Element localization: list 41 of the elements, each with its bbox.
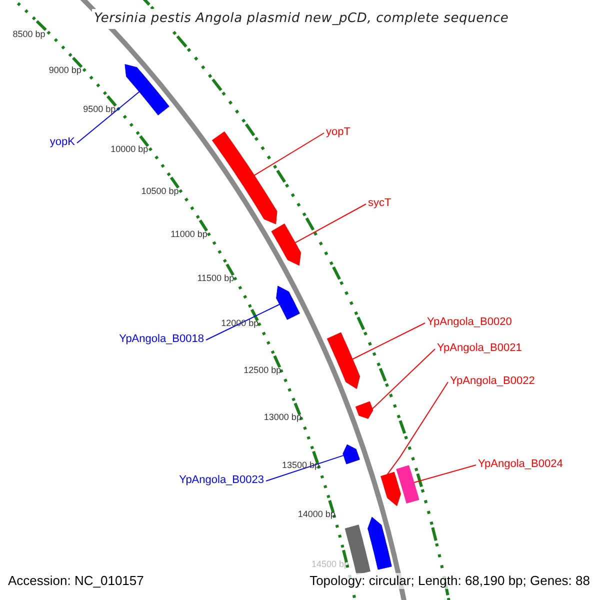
leader-line	[266, 454, 344, 482]
leader-line	[372, 348, 436, 410]
position-label: 13000 bp	[264, 412, 302, 422]
map-title: Yersinia pestis Angola plasmid new_pCD, complete sequence	[92, 9, 511, 28]
position-label: 14500 bp	[311, 559, 349, 570]
leader-line	[206, 304, 280, 340]
gene-block	[124, 64, 170, 116]
position-label: 12500 bp	[244, 364, 282, 375]
gene-block	[212, 131, 278, 224]
leader-line	[414, 464, 476, 483]
gene-block	[380, 472, 401, 506]
position-label: 14000 bp	[298, 509, 336, 520]
gene-block	[326, 332, 360, 390]
leader-line	[294, 204, 366, 244]
position-label: 9500 bp	[83, 104, 116, 114]
leader-line	[254, 132, 324, 176]
gene-label: YpAngola_B0022	[450, 374, 535, 388]
gene-label: YpAngola_B0023	[179, 474, 264, 487]
position-label: 11500 bp	[197, 272, 234, 283]
gene-block	[271, 224, 302, 266]
position-label: 9000 bp	[48, 65, 82, 76]
leader-line	[76, 91, 140, 144]
gene-label: yopK	[50, 136, 75, 149]
gene-label: yopT	[326, 126, 350, 139]
position-label: 11000 bp	[170, 228, 208, 239]
gene-label: YpAngola_B0024	[478, 458, 563, 471]
accession-text: Accession: NC_010157	[8, 573, 144, 589]
gene-label: YpAngola_B0018	[119, 332, 204, 346]
gene-label: sycT	[368, 196, 392, 210]
leader-line	[386, 382, 448, 475]
gene-block	[355, 401, 374, 419]
gene-block	[342, 444, 360, 464]
position-label: 10000 bp	[110, 144, 148, 154]
gene-label: YpAngola_B0021	[437, 342, 522, 355]
gene-label: YpAngola_B0020	[427, 316, 512, 329]
gene-block	[396, 465, 420, 504]
gene-block	[276, 286, 300, 320]
position-label: 10500 bp	[141, 186, 179, 196]
topology-text: Topology: circular; Length: 68,190 bp; Genes: 88	[310, 573, 590, 589]
leader-line	[352, 322, 426, 360]
position-label: 8500 bp	[12, 28, 46, 39]
